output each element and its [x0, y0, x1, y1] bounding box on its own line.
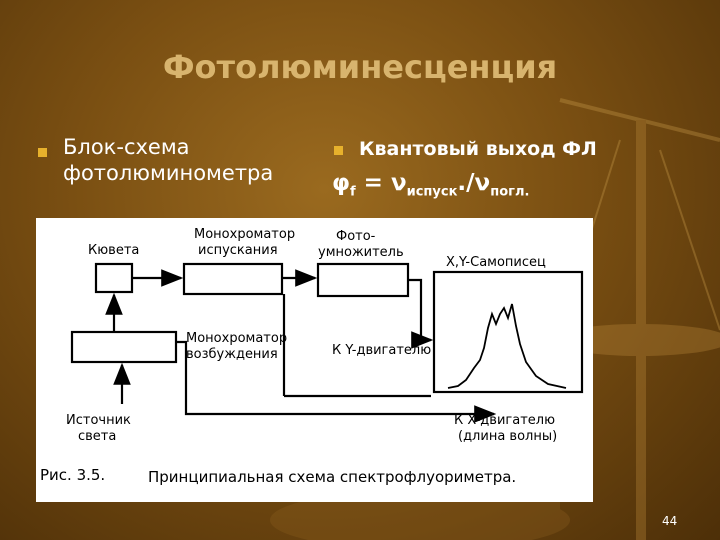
block-diagram-svg: Кювета Монохроматор испускания Фото- умн… — [40, 227, 584, 486]
formula-phi: φ — [332, 170, 350, 196]
page-number: 44 — [662, 514, 678, 528]
emission-mono-label-2: испускания — [198, 243, 278, 258]
x-motor-label-2: (длина волны) — [458, 429, 557, 444]
formula-den-sub: погл. — [490, 184, 530, 200]
recorder-box — [432, 270, 584, 394]
right-bullet-text: Квантовый выход ФЛ — [359, 138, 597, 160]
y-motor-label: К Y-двигателю — [332, 343, 431, 358]
formula-mid: ./ν — [457, 170, 491, 196]
caption-text: Принципиальная схема спектрофлуориметра. — [148, 468, 516, 486]
formula-num-sub: испуск — [406, 184, 458, 200]
spectrofluorimeter-diagram: Кювета Монохроматор испускания Фото- умн… — [36, 218, 593, 502]
left-bullet-text: Блок-схема фотолюминометра — [63, 135, 274, 185]
right-bullet: Квантовый выход ФЛ — [334, 136, 597, 162]
excitation-mono-label-1: Монохроматор — [186, 331, 287, 346]
bullet-square-icon — [334, 146, 343, 155]
excitation-mono-label-2: возбуждения — [186, 347, 278, 362]
source-label-1: Источник — [66, 413, 131, 428]
left-bullet: Блок-схема фотолюминометра — [38, 134, 323, 186]
bullet-square-icon — [38, 148, 47, 157]
pmt-label-1: Фото- — [336, 229, 376, 244]
caption-figure-number: Рис. 3.5. — [40, 466, 105, 484]
formula-phi-sub: f — [350, 184, 356, 200]
excitation-mono-box — [70, 330, 178, 364]
cuvette-box — [94, 262, 134, 294]
emission-mono-label-1: Монохроматор — [194, 227, 295, 242]
quantum-yield-formula: φf = νиспуск./νпогл. — [332, 170, 529, 200]
slide-title: Фотолюминесценция — [162, 48, 558, 86]
x-motor-label: К X-двигателю — [454, 413, 555, 428]
source-label-2: света — [78, 429, 116, 444]
pmt-label-2: умножитель — [318, 245, 404, 260]
formula-eq: = ν — [355, 170, 407, 196]
recorder-label: X,Y-Самописец — [446, 255, 546, 270]
cuvette-label: Кювета — [88, 243, 139, 258]
pmt-box — [316, 262, 410, 298]
emission-mono-box — [182, 262, 284, 296]
